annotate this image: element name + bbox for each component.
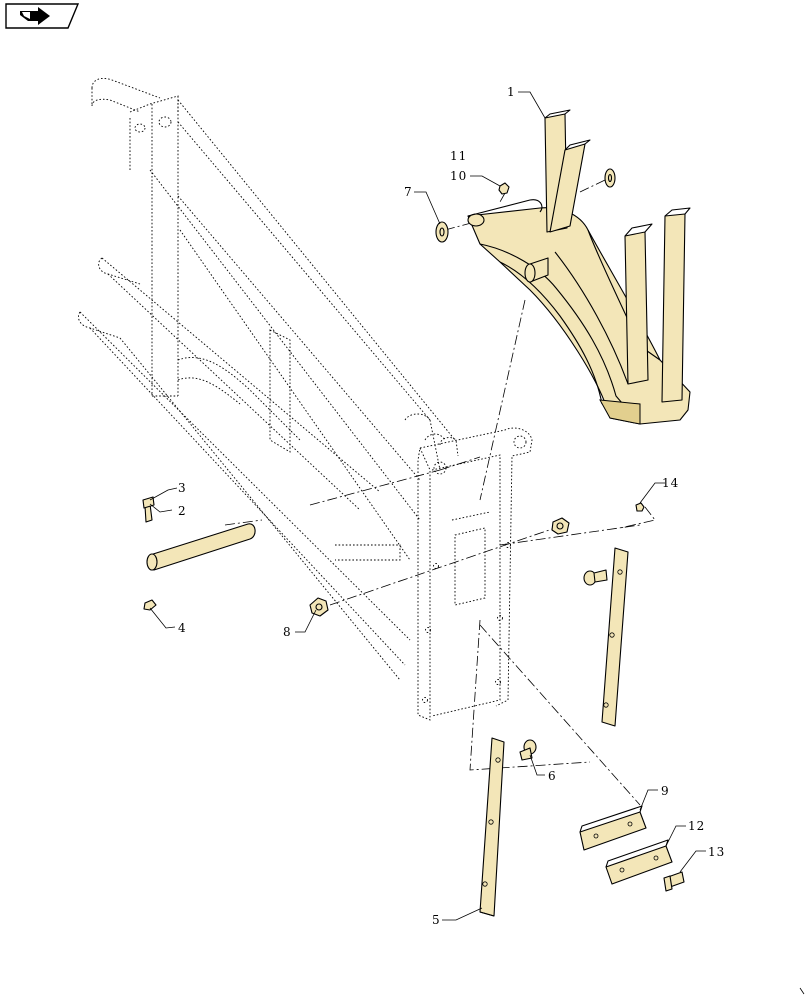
callout-8: 8 [283,625,292,639]
callout-11: 11 [450,149,467,163]
callout-1: 1 [507,85,516,99]
flange-nut [309,517,570,617]
callout-4: 4 [178,621,187,635]
wear-pad-upper [579,805,647,851]
strap-right [601,547,629,727]
corner-mark [799,987,805,995]
carriage-bolt [519,569,608,761]
alignment-lines [224,179,656,806]
washer [435,168,616,243]
lock-nut [635,502,645,512]
screw [663,871,685,892]
callout-10: 10 [450,169,467,183]
small-nut [498,182,510,195]
callout-5: 5 [432,913,441,927]
callout-2: 2 [178,504,187,518]
bolt [142,496,155,523]
hinge-mount-plate [417,427,533,721]
hinge-pin [146,523,256,571]
callout-7: 7 [404,185,413,199]
callout-9: 9 [661,784,670,798]
callout-leaders [149,91,706,921]
wear-pad-lower [605,839,673,885]
callout-14: 14 [662,476,679,490]
boom-frame-reference [78,77,456,681]
callout-labels: 1 2 3 4 5 6 7 8 9 10 11 12 13 14 [178,85,725,927]
callout-12: 12 [688,819,705,833]
strap [479,737,505,917]
nut [143,599,157,611]
callout-6: 6 [548,769,557,783]
bracket-weldment [467,109,691,425]
callout-3: 3 [178,481,187,495]
page-forward-arrow-icon[interactable] [5,3,80,29]
callout-13: 13 [708,845,725,859]
